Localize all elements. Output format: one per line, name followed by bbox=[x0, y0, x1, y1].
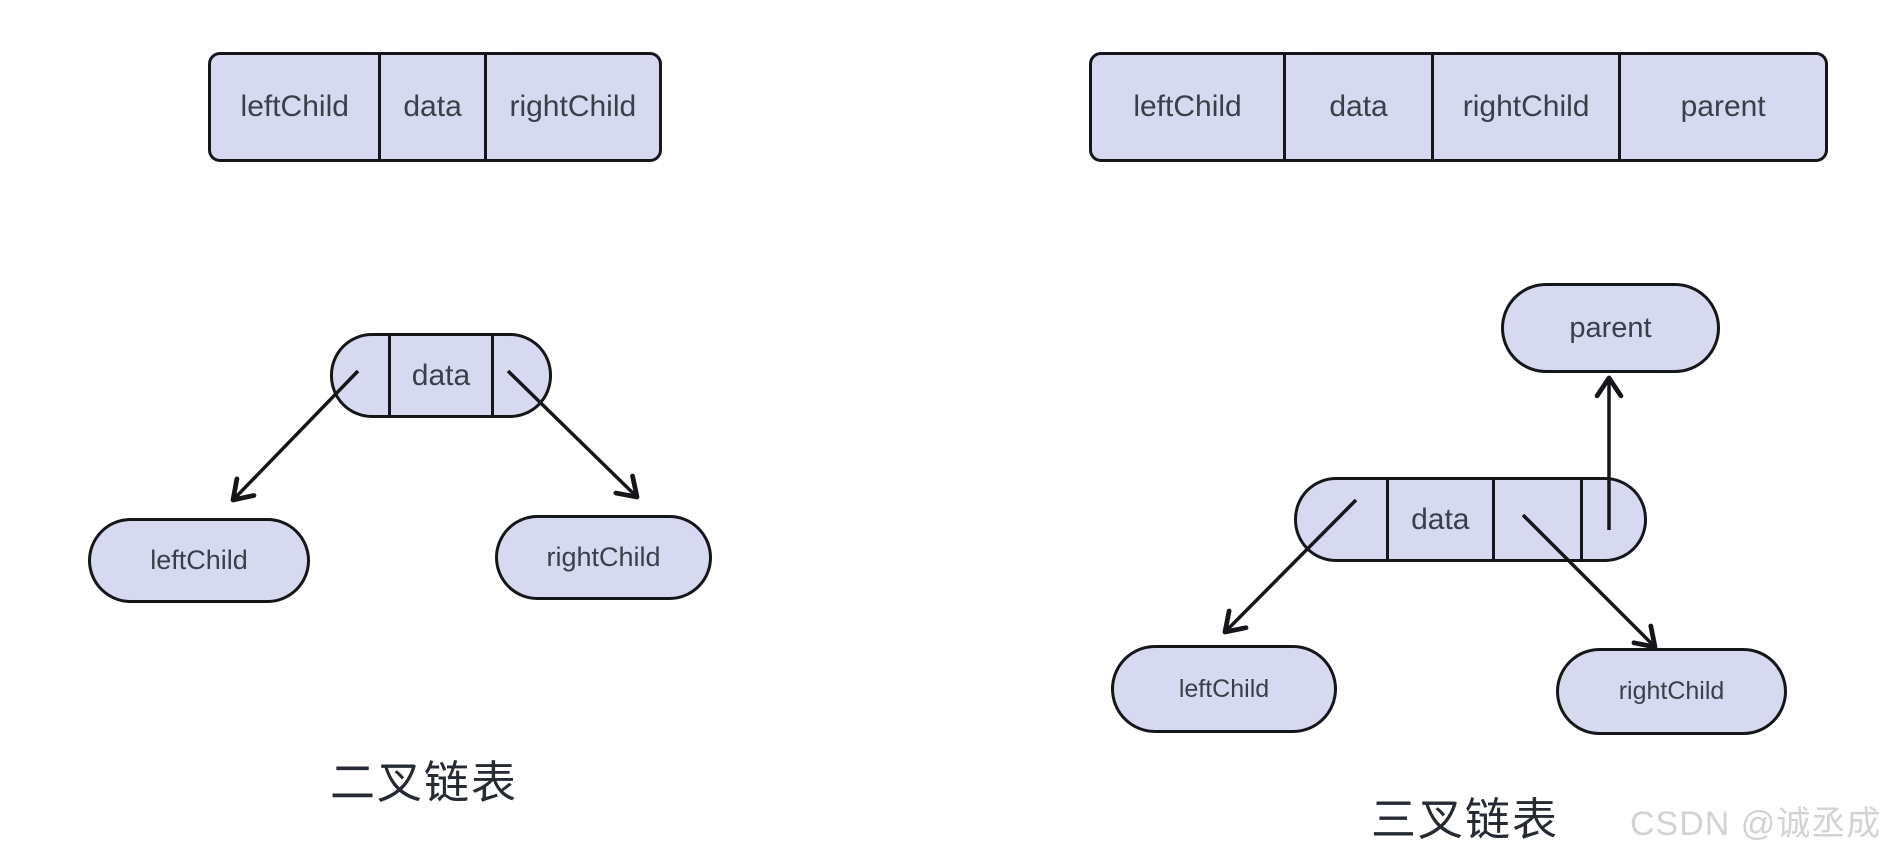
trinary-record-cell-data: data bbox=[1286, 55, 1435, 159]
binary-caption: 二叉链表 bbox=[330, 757, 519, 808]
trinary-parent-node: parent bbox=[1501, 283, 1720, 373]
binary-left-pointer-cell bbox=[333, 336, 391, 415]
binary-leftchild-node: leftChild bbox=[88, 518, 310, 603]
binary-record-cell-data: data bbox=[381, 55, 487, 159]
trinary-rightchild-node: rightChild bbox=[1556, 648, 1787, 735]
binary-record-cell-leftchild: leftChild bbox=[211, 55, 382, 159]
trinary-left-pointer-cell bbox=[1297, 480, 1390, 559]
trinary-record-cell-rightchild: rightChild bbox=[1434, 55, 1622, 159]
trinary-right-pointer-cell bbox=[1495, 480, 1583, 559]
trinary-node-record: leftChild data rightChild parent bbox=[1089, 52, 1828, 162]
binary-data-node: data bbox=[330, 333, 552, 418]
binary-right-pointer-cell bbox=[494, 336, 549, 415]
trinary-leftchild-node: leftChild bbox=[1111, 645, 1337, 733]
binary-record-cell-rightchild: rightChild bbox=[509, 90, 637, 123]
trinary-caption: 三叉链表 bbox=[1371, 794, 1560, 844]
trinary-parent-pointer-cell bbox=[1583, 480, 1644, 559]
binary-rightchild-node: rightChild bbox=[495, 515, 712, 600]
trinary-data-node: data bbox=[1294, 477, 1647, 562]
trinary-data-cell: data bbox=[1389, 480, 1495, 559]
trinary-record-cell-leftchild: leftChild bbox=[1092, 55, 1287, 159]
trinary-record-cell-parent: parent bbox=[1680, 90, 1766, 123]
binary-node-record: leftChild data rightChild bbox=[208, 52, 662, 162]
binary-data-cell: data bbox=[391, 336, 495, 415]
csdn-watermark: CSDN @诚丞成 bbox=[1630, 805, 1882, 843]
